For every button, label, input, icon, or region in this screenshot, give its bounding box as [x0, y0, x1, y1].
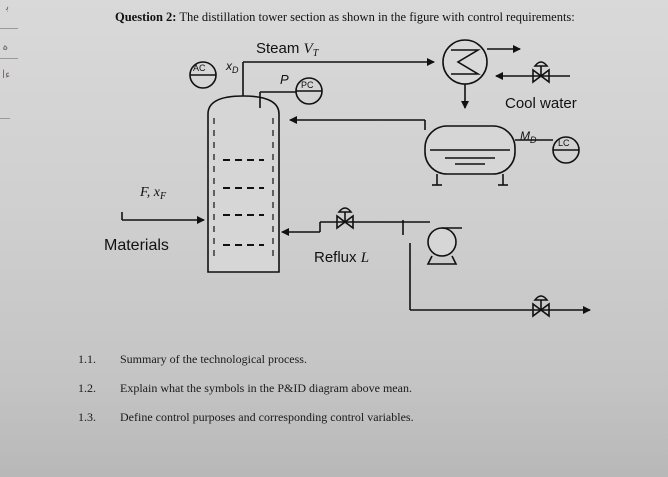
reflux-pump [426, 227, 462, 265]
steam-label: Steam VT [256, 40, 320, 59]
feed-label: F, xF [139, 185, 167, 202]
lc-controller: LC [552, 136, 580, 164]
margin-mark-2: ہ [2, 41, 9, 53]
item-text: Define control purposes and correspondin… [120, 410, 414, 424]
reflux-return [289, 116, 426, 130]
vapor-line [242, 58, 435, 96]
question-label: Question 2: [115, 10, 177, 24]
pressure-tap [259, 91, 296, 108]
cool-water-line [495, 61, 570, 84]
margin-rule-1 [0, 28, 18, 29]
question-text: The distillation tower section as shown … [179, 10, 575, 24]
item-text: Explain what the symbols in the P&ID dia… [120, 381, 412, 395]
md-label: MD [520, 129, 537, 145]
margin-rule-3 [0, 118, 10, 119]
reflux-drum [424, 125, 516, 186]
item-number: 1.3. [78, 410, 96, 424]
feed-line [121, 212, 205, 224]
distillate-line [409, 243, 591, 318]
margin-mark-1: ب‍ [6, 1, 10, 13]
cool-water-label: Cool water [505, 95, 577, 112]
ac-controller: AC [189, 61, 217, 89]
item-number: 1.1. [78, 352, 96, 366]
distillation-tower [207, 95, 280, 273]
ac-tag: AC [193, 63, 206, 73]
item-number: 1.2. [78, 381, 96, 395]
question-heading: Question 2: The distillation tower secti… [115, 10, 575, 25]
margin-rule-2 [0, 58, 18, 59]
item-text: Summary of the technological process. [120, 352, 307, 366]
condenser [442, 39, 521, 109]
materials-label: Materials [104, 237, 169, 254]
pc-controller: PC [295, 77, 323, 105]
p-label: P [280, 72, 289, 87]
pid-diagram: AC xD Steam VT P PC Cool water [104, 39, 591, 318]
lc-tag: LC [558, 138, 570, 148]
xd-label: xD [225, 59, 239, 75]
margin-mark-3: ءا [2, 69, 11, 81]
pc-tag: PC [301, 80, 314, 90]
reflux-line [281, 207, 430, 236]
reflux-label: Reflux L [314, 249, 369, 266]
